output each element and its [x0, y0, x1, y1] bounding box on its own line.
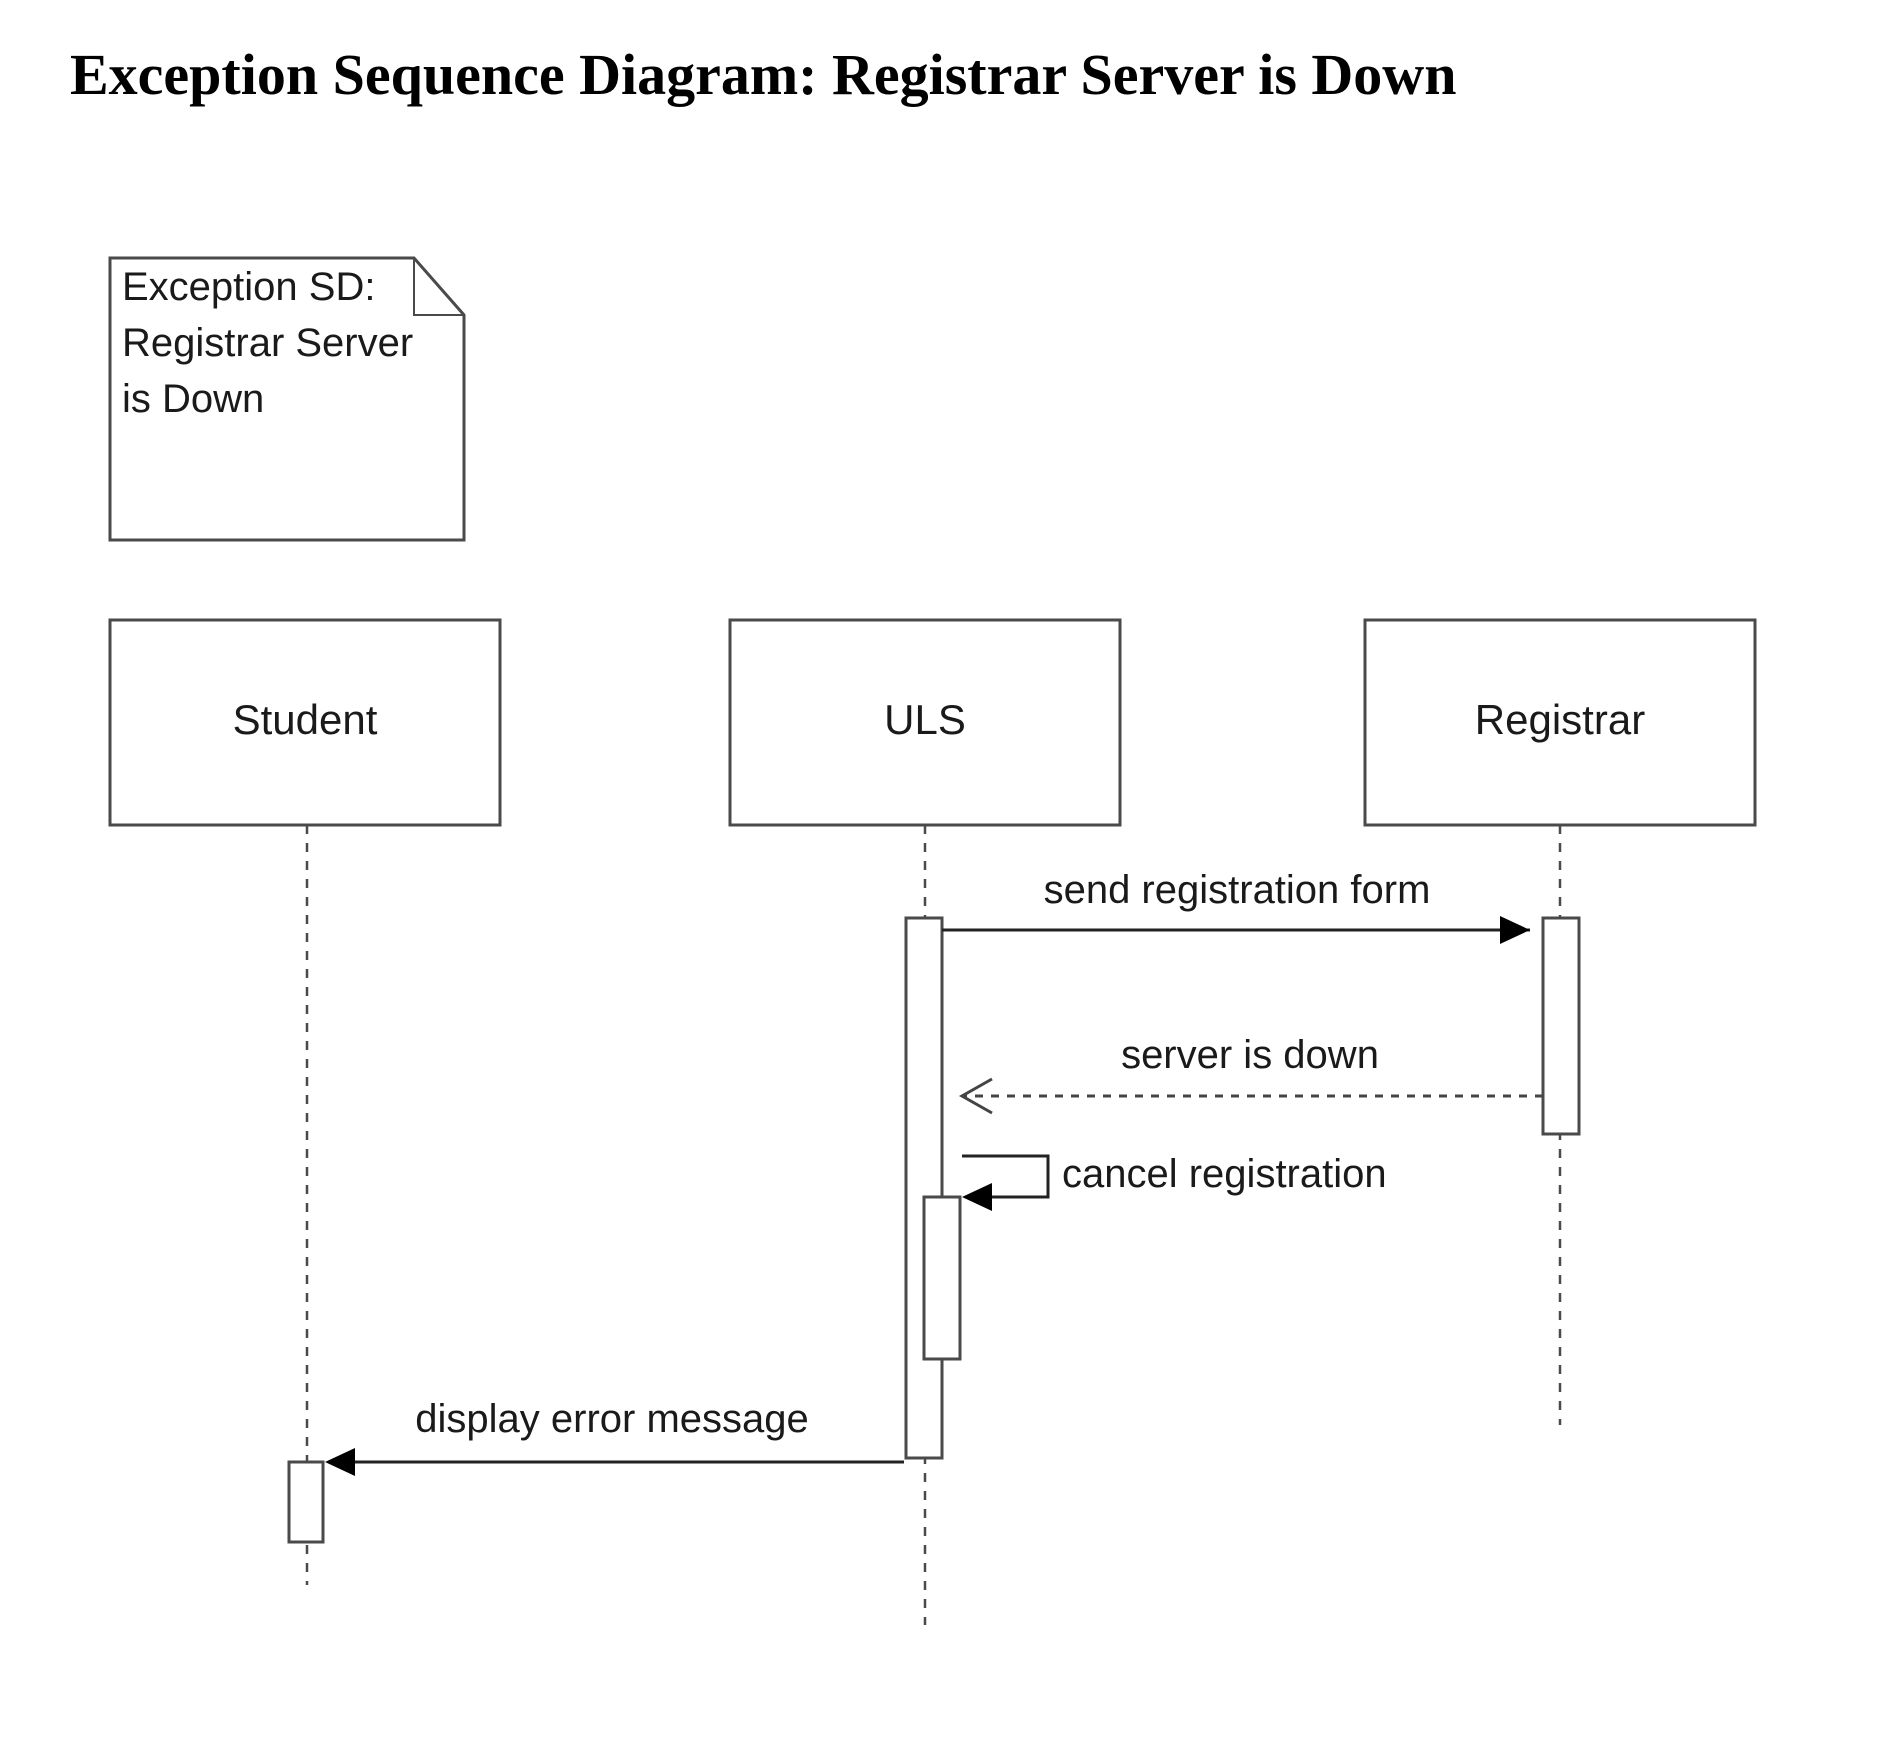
arrowhead-open-icon: [958, 1077, 993, 1115]
lifeline-registrar: Registrar: [1363, 618, 1757, 1425]
message-label-send-registration-form: send registration form: [1044, 868, 1431, 912]
message-label-cancel-registration: cancel registration: [1062, 1152, 1387, 1196]
page-title: Exception Sequence Diagram: Registrar Se…: [70, 42, 1457, 107]
message-label-server-is-down: server is down: [1121, 1033, 1379, 1077]
note-line-3: is Down: [122, 377, 264, 421]
lifeline-uls: ULS: [728, 618, 1122, 1625]
arrowhead-filled-icon: [1500, 916, 1530, 944]
activation-bar-uls-nested: [922, 1195, 962, 1361]
diagram-note: Exception SD: Registrar Server is Down: [108, 256, 466, 542]
message-label-display-error-message: display error message: [415, 1397, 809, 1441]
note-line-1: Exception SD:: [122, 265, 375, 309]
arrowhead-filled-icon: [962, 1183, 992, 1211]
note-shape: [108, 256, 466, 542]
activation-bar-uls: [904, 916, 944, 1460]
message-send-registration-form: send registration form: [942, 868, 1530, 944]
message-display-error-message: display error message: [325, 1397, 904, 1476]
participant-box-uls: [728, 618, 1122, 827]
note-line-2: Registrar Server: [122, 321, 413, 365]
message-arrow-cancel-registration: [962, 1154, 1050, 1199]
participant-label-registrar: Registrar: [1475, 696, 1645, 743]
arrowhead-filled-icon: [325, 1448, 355, 1476]
participant-box-student: [108, 618, 502, 827]
participant-label-student: Student: [233, 696, 378, 743]
participant-label-uls: ULS: [884, 696, 966, 743]
note-folded-corner: [413, 258, 464, 316]
lifeline-student: Student: [108, 618, 502, 1585]
activation-bar-registrar: [1541, 916, 1581, 1136]
message-server-is-down: server is down: [958, 1033, 1543, 1115]
activation-bar-student: [287, 1460, 325, 1544]
message-cancel-registration: cancel registration: [962, 1152, 1387, 1211]
